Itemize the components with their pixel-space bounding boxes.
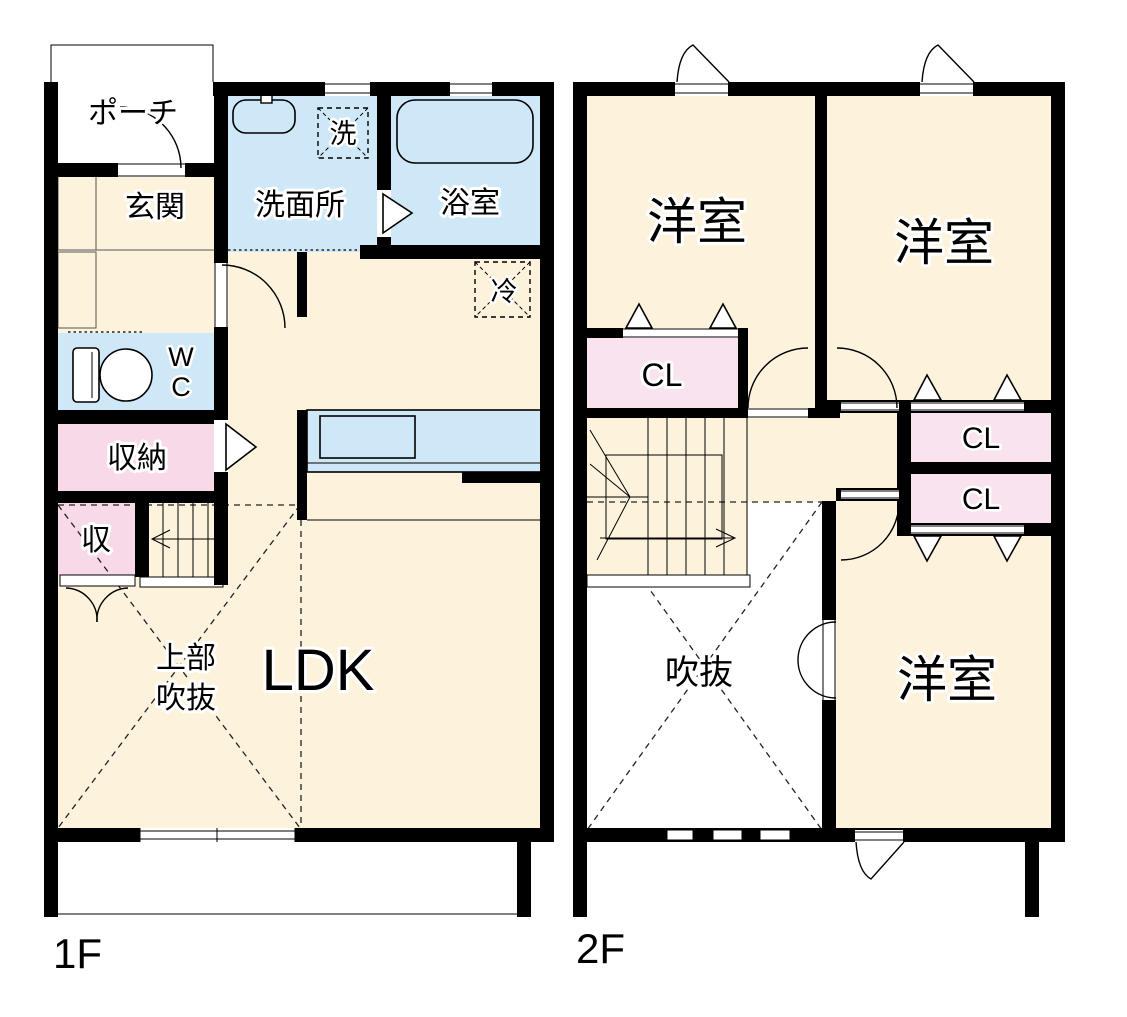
closet-nw-fold-triangle-1 (624, 302, 654, 329)
storage-door-triangle (225, 422, 258, 472)
f2-void-area-upper (748, 502, 822, 588)
hall-ldk-door-arc (221, 264, 286, 329)
washroom-label: 洗面所 (255, 189, 345, 222)
fridge-label: 冷 (491, 277, 518, 307)
bath-label: 浴室 (440, 187, 500, 220)
bedroom-s-window (855, 830, 903, 842)
bath-door-triangle (382, 192, 414, 235)
f1-openings (118, 82, 492, 842)
f2-void-area (587, 585, 822, 828)
void-bottom-window-1 (666, 829, 694, 841)
storage-label: 収納 (107, 442, 167, 475)
bedroom-nw-label: 洋室 (647, 194, 747, 250)
closet-e1-fold-triangle-2 (992, 373, 1023, 401)
storage-small-label: 収 (81, 524, 111, 557)
porch-label: ポーチ (88, 97, 178, 130)
entrance-label: 玄関 (125, 191, 185, 224)
bath-area (391, 96, 540, 245)
void-bottom-window-2 (712, 829, 743, 841)
closet-e1-label: CL (962, 422, 1000, 455)
bedroom-nw-window-sail (676, 44, 730, 83)
porch-area (58, 82, 214, 163)
f2-openings (623, 44, 1024, 880)
kitchen-sink (319, 415, 416, 459)
void-upper-label-line2: 吹抜 (156, 682, 216, 715)
closet-nw-fold-triangle-2 (708, 302, 738, 329)
entrance-door-arc (119, 106, 182, 169)
floor-1f-label: 1F (53, 930, 102, 977)
wc-label-line2: C (171, 372, 191, 402)
void-bottom-window-3 (759, 829, 791, 841)
bedroom-s-window-sail (855, 841, 905, 880)
f2-stairs (587, 418, 748, 575)
washroom-area (228, 96, 377, 252)
ldk-label: LDK (262, 638, 375, 703)
closet-door-arc-right (96, 587, 129, 623)
bedroom-s-label: 洋室 (897, 652, 997, 708)
bedroom-ne-window-sail (921, 44, 975, 83)
bedroom-s-door-arc (840, 499, 900, 561)
void-window-arc-lower (797, 659, 837, 699)
floor-1f-plan: ポーチ 玄関 洗面所 洗 浴室 冷 W C 収納 収 上部 吹抜 LDK 1F (44, 44, 554, 980)
f2-stair-handrail (586, 574, 751, 588)
bedroom-ne-label: 洋室 (894, 215, 994, 271)
porch-outline (50, 44, 214, 82)
storage-small-area (58, 503, 135, 575)
closet-e1-fold-triangle-1 (912, 373, 943, 401)
f1-void-dashed-marks (57, 504, 302, 829)
washer-label: 洗 (330, 119, 357, 149)
closet-e1-area (911, 413, 1051, 462)
void-label: 吹抜 (665, 654, 733, 692)
washer-box (317, 107, 369, 159)
closet-nw-area (587, 338, 738, 408)
toilet-icon (72, 347, 153, 403)
closet-nw-label: CL (642, 357, 683, 393)
f2-walls (573, 82, 1065, 917)
bedroom-nw-door-arc (747, 347, 809, 409)
closet-e2-area (911, 474, 1051, 523)
closet-e2-label: CL (962, 483, 1000, 516)
bedroom-ne-door-arc (836, 347, 898, 409)
floor-2f-label: 2F (576, 925, 625, 972)
f1-stairs-arrow-head (150, 529, 171, 549)
bathtub-icon (396, 99, 534, 164)
floor-2f-plan: 洋室 洋室 洋室 CL CL CL 吹抜 2F (573, 44, 1065, 975)
storage-area (58, 424, 214, 491)
void-window-arc-upper (797, 621, 837, 661)
fridge-box (474, 261, 531, 318)
closet-e2-fold-triangle-1 (912, 535, 943, 563)
void-upper-label-line1: 上部 (156, 642, 216, 675)
wc-label-line1: W (168, 342, 194, 372)
f2-stairs-arrow-head (715, 528, 737, 548)
f1-stairs (150, 503, 214, 577)
closet-e2-fold-triangle-2 (992, 535, 1023, 563)
